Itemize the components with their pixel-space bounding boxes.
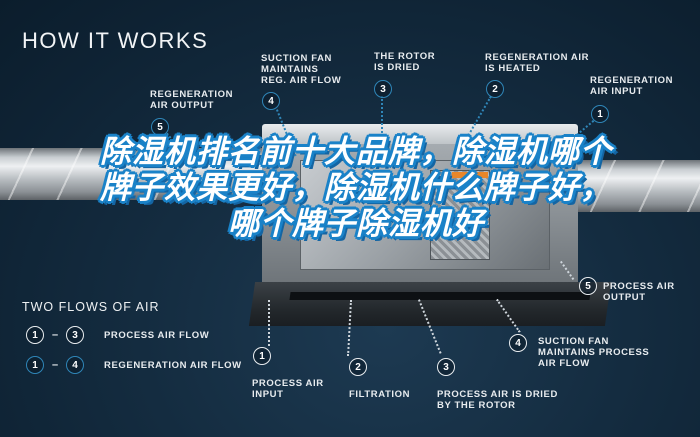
callout-marker-top-3: 3: [374, 80, 392, 98]
legend-row-regeneration-air: 1 – 4 REGENERATION AIR FLOW: [26, 356, 242, 374]
legend-dash: –: [51, 329, 59, 341]
callout-label-regeneration-air-input: REGENERATION AIR INPUT: [590, 75, 674, 97]
callout-label-process-air-dried: PROCESS AIR IS DRIED BY THE ROTOR: [437, 389, 558, 411]
legend-marker-from: 1: [26, 356, 44, 374]
leader-line-bottom-1: [268, 300, 270, 346]
callout-marker-top-2: 2: [486, 80, 504, 98]
legend-row-process-air: 1 – 3 PROCESS AIR FLOW: [26, 326, 209, 344]
legend-title: TWO FLOWS OF AIR: [22, 300, 160, 314]
heater-element: [452, 172, 488, 178]
legend-label: REGENERATION AIR FLOW: [104, 359, 242, 371]
legend-marker-from: 1: [26, 326, 44, 344]
callout-marker-bottom-1: 1: [253, 347, 271, 365]
callout-marker-top-1: 1: [591, 105, 609, 123]
leader-line-top-3: [381, 96, 383, 156]
page-title: HOW IT WORKS: [22, 28, 209, 53]
callout-label-process-air-output: PROCESS AIR OUTPUT: [603, 281, 675, 303]
callout-marker-bottom-3: 3: [437, 358, 455, 376]
callout-label-regeneration-air-heated: REGENERATION AIR IS HEATED: [485, 52, 590, 74]
left-duct-pipe: [0, 148, 280, 200]
callout-label-process-air-input: PROCESS AIR INPUT: [252, 378, 324, 400]
callout-label-regeneration-air-output: REGENERATION AIR OUTPUT: [150, 89, 234, 111]
headline-overlay: 除湿机排名前十大品牌，除湿机哪个牌子效果更好，除湿机什么牌子好，哪个牌子除湿机好: [100, 134, 612, 242]
legend-dash: –: [51, 359, 59, 371]
machine-interior: [300, 160, 550, 270]
machine-top-panel: [262, 124, 578, 144]
machine-base: [248, 282, 612, 326]
right-duct-pipe: [572, 160, 700, 212]
legend-label: PROCESS AIR FLOW: [104, 329, 210, 341]
callout-marker-bottom-4: 4: [509, 334, 527, 352]
callout-marker-top-4: 4: [262, 92, 280, 110]
callout-marker-top-5: 5: [151, 118, 169, 136]
callout-label-filtration: FILTRATION: [349, 389, 411, 400]
callout-marker-bottom-5: 5: [579, 277, 597, 295]
callout-label-rotor-dried: THE ROTOR IS DRIED: [374, 51, 436, 73]
legend-marker-to: 3: [66, 326, 84, 344]
machine-base-slot: [289, 292, 591, 300]
callout-label-suction-fan-process: SUCTION FAN MAINTAINS PROCESS AIR FLOW: [538, 336, 650, 369]
callout-marker-bottom-2: 2: [349, 358, 367, 376]
legend-marker-to: 4: [66, 356, 84, 374]
desiccant-rotor: [430, 170, 490, 260]
callout-label-suction-fan-reg: SUCTION FAN MAINTAINS REG. AIR FLOW: [261, 53, 342, 86]
